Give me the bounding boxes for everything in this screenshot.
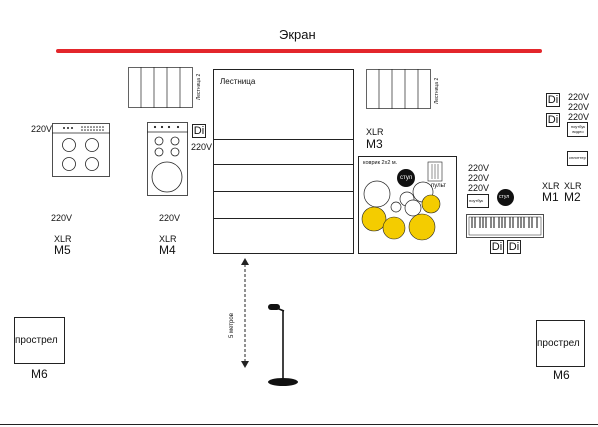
splitter xyxy=(567,151,588,166)
stair-step-line xyxy=(214,218,353,219)
projection-screen xyxy=(56,49,542,53)
mic-stand-drawing xyxy=(268,304,298,386)
amp-left-drawing xyxy=(52,123,110,177)
power-label: 220V xyxy=(568,102,590,112)
stair-step-line xyxy=(214,164,353,165)
xlr-label: XLR xyxy=(54,234,72,244)
mic-label-m6-left: M6 xyxy=(31,367,48,381)
chair-keys xyxy=(497,189,514,206)
xlr-label: XLR xyxy=(159,234,177,244)
rug-label: коврик 2х2 м. xyxy=(363,160,398,166)
power-label: 220V xyxy=(468,183,490,193)
keyboard-icon xyxy=(466,214,546,245)
power-label: 220V xyxy=(568,92,590,102)
stairs xyxy=(213,69,354,254)
console-label: пульт xyxy=(431,183,447,189)
laptop-video-label: ноутбук видео xyxy=(570,124,586,134)
riser-left-drawing xyxy=(128,67,193,108)
drum-kit xyxy=(358,156,457,259)
chair-label-drums: стул xyxy=(400,175,413,181)
mic-label-m3: M3 xyxy=(366,137,383,151)
stairs2-label-right: Лестница 2 xyxy=(434,77,440,104)
bottom-rule xyxy=(0,424,598,425)
mic-stand-icon xyxy=(262,303,298,394)
monitor-right xyxy=(536,320,585,367)
distance-label: 5 метров xyxy=(229,313,235,338)
di-box: Di xyxy=(490,240,504,254)
power-label: 220V xyxy=(468,163,490,173)
mic-label-m4: M4 xyxy=(159,243,176,257)
laptop-label: ноутбук xyxy=(469,198,484,203)
di-box: Di xyxy=(507,240,521,254)
xlr-label: XLR xyxy=(366,127,384,137)
chair-label-keys: стул xyxy=(499,194,510,200)
power-label: 220V xyxy=(51,213,73,223)
stair-step-line xyxy=(214,191,353,192)
power-label: 220V xyxy=(159,213,181,223)
laptop xyxy=(467,194,489,208)
drum-kit-drawing xyxy=(361,161,443,241)
stairs-label: Лестница xyxy=(220,77,256,86)
riser-right-drawing xyxy=(366,69,431,109)
power-label: 220V xyxy=(31,124,53,134)
mic-label-m5: M5 xyxy=(54,243,71,257)
monitor-left-label: прострел xyxy=(15,335,58,346)
monitor-right-label: прострел xyxy=(537,338,580,349)
distance-arrow xyxy=(239,258,251,373)
amp-bass-drawing xyxy=(147,122,188,196)
keyboard-drawing xyxy=(466,214,544,238)
di-box: Di xyxy=(546,93,560,107)
screen-label: Экран xyxy=(279,27,316,42)
di-box: Di xyxy=(192,124,206,138)
mic-label-m6-right: M6 xyxy=(553,368,570,382)
stairs2-label: Лестница 2 xyxy=(196,73,202,100)
xlr-label: XLR xyxy=(542,181,560,191)
mic-label-m2: M2 xyxy=(564,190,581,204)
xlr-label: XLR xyxy=(564,181,582,191)
laptop-video xyxy=(567,122,588,137)
power-label: 220V xyxy=(468,173,490,183)
riser-left xyxy=(128,67,198,114)
splitter-label: сплиттер xyxy=(569,155,586,160)
stair-step-line xyxy=(214,139,353,140)
power-label: 220V xyxy=(568,112,590,122)
monitor-left xyxy=(14,317,65,364)
power-label: 220V xyxy=(191,142,213,152)
amp-head-left xyxy=(52,123,112,183)
amp-bass xyxy=(147,122,191,203)
di-box: Di xyxy=(546,113,560,127)
distance-arrow-drawing xyxy=(241,258,249,368)
mic-label-m1: M1 xyxy=(542,190,559,204)
riser-right xyxy=(366,69,436,116)
